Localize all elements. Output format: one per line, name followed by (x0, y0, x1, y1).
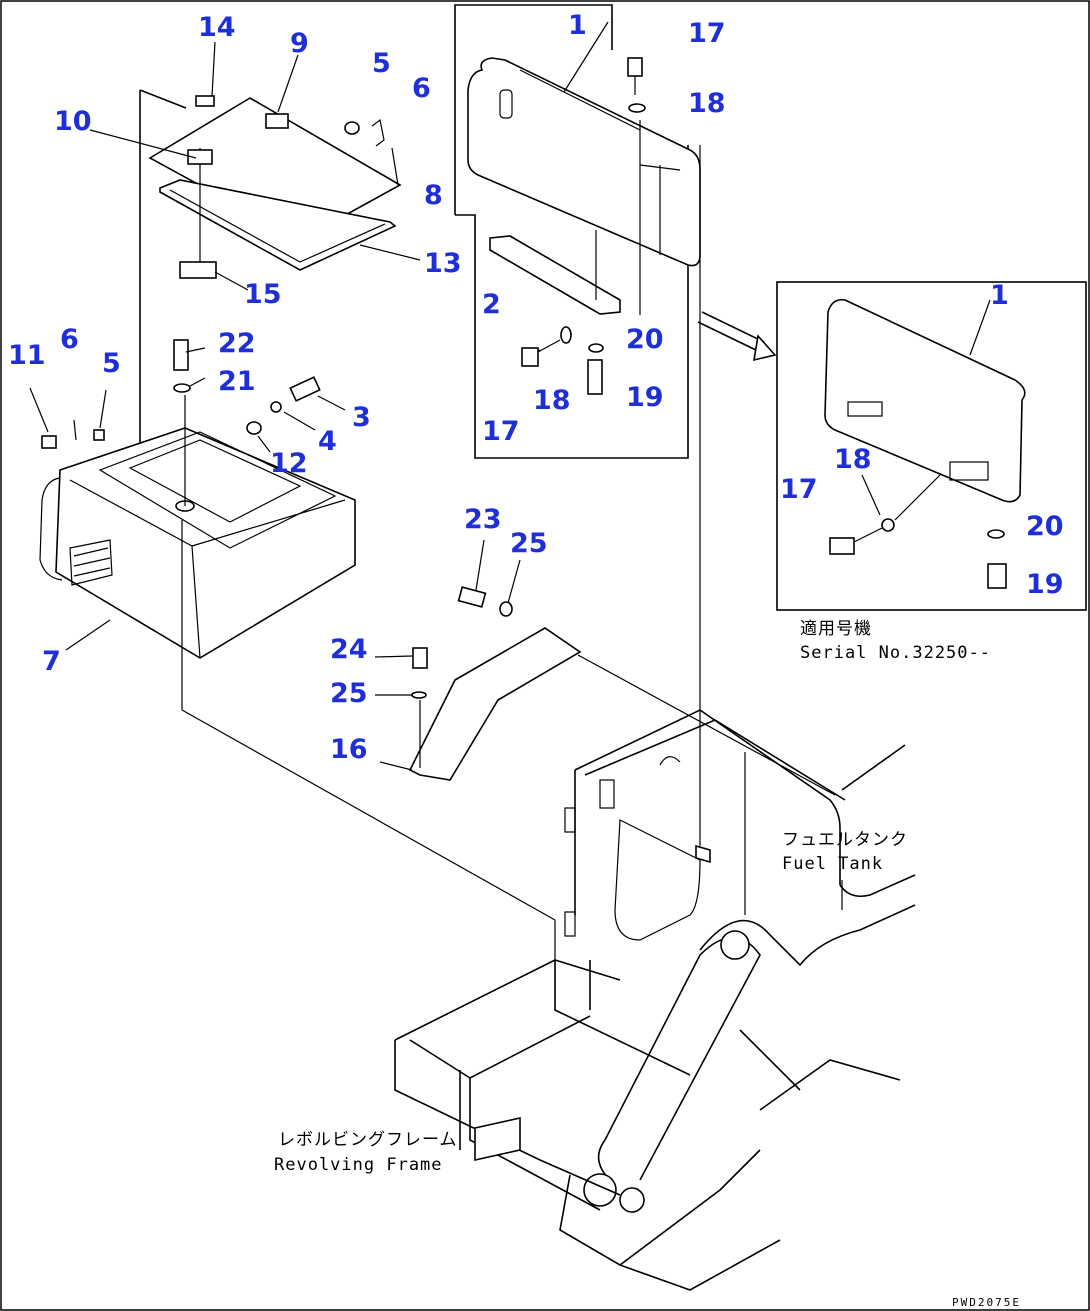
callout-12: 12 (270, 448, 308, 479)
detail-arrow (697, 311, 777, 362)
callout-1-inset: 1 (990, 280, 1009, 311)
callout-5-left: 5 (102, 348, 121, 379)
storage-box-group (29, 339, 556, 921)
callout-23: 23 (464, 504, 502, 535)
callout-19-inset: 19 (1026, 569, 1064, 600)
callout-19-mid: 19 (626, 382, 664, 413)
drawing-code: PWD2075E (952, 1296, 1021, 1309)
callout-20-mid: 20 (626, 324, 664, 355)
cover-plate-inset (824, 298, 1026, 503)
callout-17-mid: 17 (482, 416, 520, 447)
callout-18-mid: 18 (533, 385, 571, 416)
fuel-tank-label-jp: フュエルタンク (782, 830, 908, 850)
block-15 (179, 261, 217, 279)
revolving-frame-group (394, 904, 916, 1291)
hinge-14 (195, 95, 215, 107)
callout-8: 8 (424, 180, 443, 211)
washer-21 (173, 383, 191, 393)
callout-1-top: 1 (568, 10, 587, 41)
callout-2: 2 (482, 289, 501, 320)
callout-4: 4 (318, 426, 337, 457)
callout-16: 16 (330, 734, 368, 765)
callout-25-a: 25 (510, 528, 548, 559)
serial-inset-group (776, 281, 1087, 611)
callout-22: 22 (218, 328, 256, 359)
callout-24: 24 (330, 634, 368, 665)
serial-note-jp: 適用号機 (800, 619, 872, 639)
grommet-5-top (344, 121, 360, 135)
callout-18-top: 18 (688, 88, 726, 119)
bolt-22 (173, 339, 189, 371)
callout-13: 13 (424, 248, 462, 279)
callout-6-left: 6 (60, 324, 79, 355)
callout-6-top: 6 (412, 73, 431, 104)
cover-plate (467, 57, 701, 267)
bracket-16 (408, 627, 582, 781)
tank-bracket (599, 779, 615, 809)
bolt-17-mid (521, 347, 539, 367)
callout-11: 11 (8, 340, 46, 371)
washer-25-a (499, 601, 513, 617)
callout-10: 10 (54, 106, 92, 137)
bolt-19-mid (587, 359, 603, 395)
bracket-16-group (374, 539, 836, 796)
bolt-23 (457, 586, 487, 608)
clip-6-top (371, 118, 385, 147)
washer-25-b (411, 691, 427, 699)
clip-11 (41, 435, 57, 449)
cover-plate-detail-group (454, 4, 701, 459)
callout-20-inset: 20 (1026, 511, 1064, 542)
callout-15: 15 (244, 279, 282, 310)
revolving-frame-label-en: Revolving Frame (274, 1155, 443, 1175)
frame-pivot-lower-2 (619, 1187, 645, 1213)
fuel-tank-label-en: Fuel Tank (782, 854, 883, 874)
frame-pivot-upper (720, 930, 750, 960)
frame-block (474, 1117, 521, 1161)
seal-13 (159, 179, 397, 271)
callout-18-inset: 18 (834, 444, 872, 475)
catch-9 (265, 113, 289, 129)
frame-pivot-lower (583, 1173, 617, 1207)
bolt-17-inset (829, 537, 855, 555)
bolt-19-inset (987, 563, 1007, 589)
bolt-24 (412, 647, 428, 669)
spring-washer-20 (588, 343, 604, 353)
callout-3: 3 (352, 402, 371, 433)
cover-handle-slot (499, 89, 513, 119)
inset-slot (847, 401, 883, 417)
callout-9: 9 (290, 28, 309, 59)
bolt-3 (289, 376, 321, 402)
callout-5-top: 5 (372, 48, 391, 79)
callout-7: 7 (42, 646, 61, 677)
fuel-tank-outline (574, 709, 841, 885)
grommet-5-left (93, 429, 105, 441)
callout-17-inset: 17 (780, 474, 818, 505)
nut-12 (246, 421, 262, 435)
callout-14: 14 (198, 12, 236, 43)
callout-21: 21 (218, 366, 256, 397)
callout-25-b: 25 (330, 678, 368, 709)
lid-assembly-group (89, 41, 421, 470)
annotations: 適用号機 Serial No.32250-- フュエルタンク Fuel Tank… (274, 619, 1021, 1309)
latch-10 (187, 149, 213, 165)
serial-note-en: Serial No.32250-- (800, 643, 991, 663)
box-grille (69, 539, 113, 586)
callout-17-top: 17 (688, 18, 726, 49)
bracket-2 (489, 235, 621, 315)
washer-18-mid (560, 326, 572, 344)
revolving-frame-label-jp: レボルビングフレーム (278, 1130, 458, 1150)
serial-inset-frame (776, 281, 1087, 611)
washer-4 (270, 401, 282, 413)
spring-washer-20-inset (987, 529, 1005, 539)
washer-18-inset (881, 518, 895, 532)
inset-slot-2 (949, 461, 989, 481)
washer-18-top (628, 103, 646, 113)
callouts: 1 17 18 14 9 5 6 10 8 13 15 2 20 18 19 1… (8, 10, 1064, 765)
bolt-17-top (627, 57, 643, 77)
